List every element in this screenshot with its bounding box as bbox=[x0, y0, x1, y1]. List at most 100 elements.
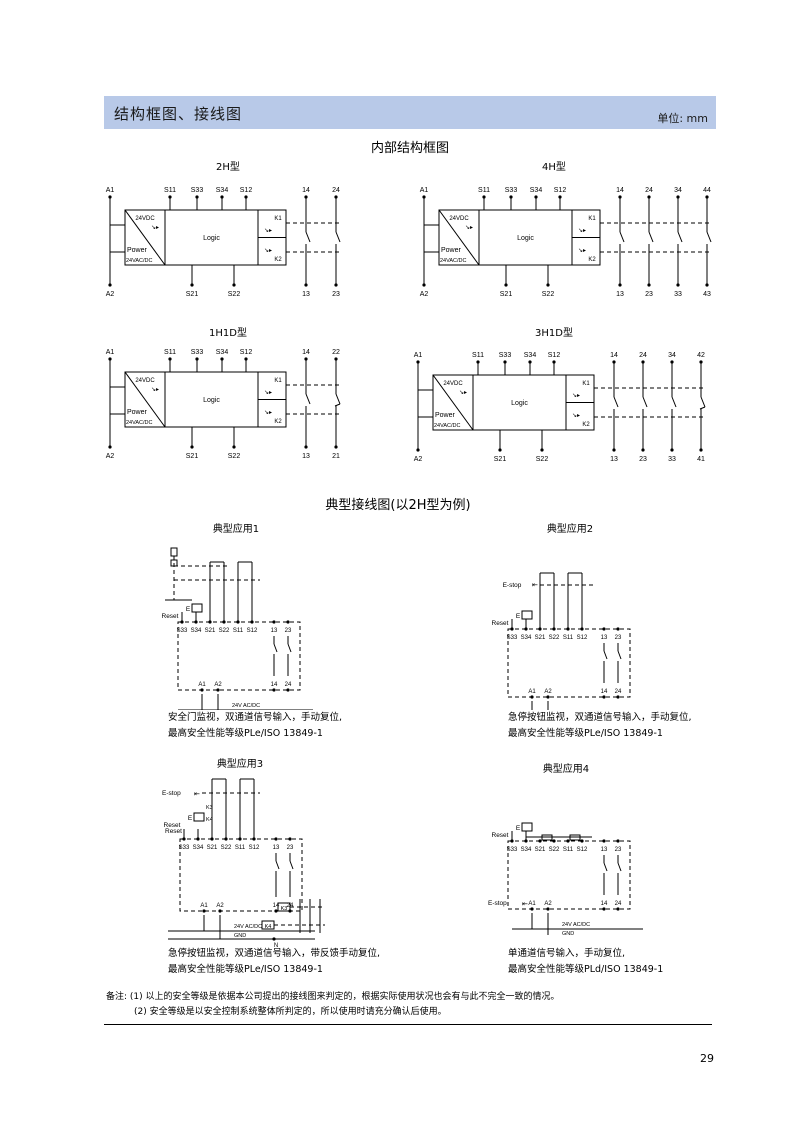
relay-module-outline bbox=[507, 628, 631, 698]
terminal-dot bbox=[334, 445, 338, 449]
k3-contact-label: K3 bbox=[206, 805, 213, 811]
relay-led-icon: ↘▸ bbox=[572, 413, 580, 419]
terminal-label: S11 bbox=[233, 628, 244, 634]
terminal-label-top: 24 bbox=[332, 187, 340, 194]
led-icon: ↘▸ bbox=[465, 225, 473, 231]
gnd-label: GND bbox=[234, 933, 246, 939]
logic-label: Logic bbox=[511, 400, 528, 407]
terminal-label: S22 bbox=[221, 845, 232, 851]
contact-blade bbox=[617, 650, 622, 660]
led-icon: ↘▸ bbox=[151, 387, 159, 393]
terminal-label: S33 bbox=[507, 847, 518, 853]
terminal-label: S21 bbox=[205, 628, 216, 634]
terminal-dot bbox=[552, 839, 556, 843]
supply-label: 24V AC/DC bbox=[232, 703, 260, 709]
notes: 备注: (1) 以上的安全等级是依据本公司提出的接线图来判定的，根据实际使用状况… bbox=[106, 990, 560, 1020]
terminal-label-top: 14 bbox=[616, 187, 624, 194]
power-24vdc-label: 24VDC bbox=[135, 378, 155, 384]
terminal-label: A2 bbox=[214, 682, 222, 688]
relay-led-icon: ↘▸ bbox=[264, 228, 272, 234]
relay-led-icon: ↘▸ bbox=[264, 410, 272, 416]
power-24vdc-label: 24VDC bbox=[449, 216, 469, 222]
terminal-label-top: S33 bbox=[499, 352, 512, 359]
terminal-label: A2 bbox=[544, 901, 552, 907]
terminal-label-top: 14 bbox=[302, 349, 310, 356]
terminal-dot bbox=[618, 283, 622, 287]
relay-k2-label: K2 bbox=[274, 257, 282, 263]
k3-label: K3 bbox=[281, 906, 288, 912]
supply-label: 24V AC/DC bbox=[234, 924, 262, 930]
unit-label: 单位: mm bbox=[657, 112, 708, 125]
terminal-label-top: S11 bbox=[164, 187, 176, 194]
terminal-label-top: A1 bbox=[414, 352, 423, 359]
terminal-label-top: S33 bbox=[191, 187, 204, 194]
terminal-label: S11 bbox=[563, 847, 574, 853]
contact-blade bbox=[700, 396, 706, 408]
terminal-label: 23 bbox=[287, 845, 294, 851]
terminal-label-bottom: S21 bbox=[494, 456, 507, 463]
terminal-label: S11 bbox=[235, 845, 246, 851]
terminal-dot bbox=[566, 839, 570, 843]
power-vac-label: 24VAC/DC bbox=[126, 258, 153, 264]
terminal-dot bbox=[304, 283, 308, 287]
app2-desc-line1: 急停按钮监视，双通道信号输入，手动复位, bbox=[508, 712, 692, 723]
terminal-label-bottom: S21 bbox=[186, 453, 199, 460]
terminal-label-top: 22 bbox=[332, 349, 340, 356]
terminal-label-bottom: S22 bbox=[542, 291, 555, 298]
power-24vdc-label: 24VDC bbox=[443, 381, 463, 387]
terminal-dot bbox=[304, 445, 308, 449]
terminal-label-bottom: 33 bbox=[668, 456, 676, 463]
contact-blade bbox=[289, 860, 294, 870]
block-diagram-1h1d: A1A224VDCPower24VAC/DC↘▸LogicK1K2↘▸↘▸S11… bbox=[106, 349, 341, 460]
contact-blade bbox=[613, 396, 619, 408]
contact-blade bbox=[677, 231, 683, 243]
app4-description: 单通道信号输入，手动复位, 最高安全性能等级PLd/ISO 13849-1 bbox=[508, 946, 663, 978]
contact-blade bbox=[617, 862, 622, 872]
app1-title: 典型应用1 bbox=[212, 524, 260, 535]
terminal-dot bbox=[274, 909, 278, 913]
terminal-label: A1 bbox=[200, 903, 208, 909]
terminal-label-bottom: 13 bbox=[302, 453, 310, 460]
diagram-label-1h1d: 1H1D型 bbox=[209, 328, 247, 339]
neutral-label: N bbox=[274, 943, 278, 949]
power-diagonal bbox=[124, 371, 166, 428]
terminal-label-top: 34 bbox=[668, 352, 676, 359]
terminal-label: A1 bbox=[528, 689, 536, 695]
contact-blade bbox=[335, 231, 341, 243]
notes-prefix: 备注: bbox=[106, 992, 128, 1002]
terminal-label-bottom: S21 bbox=[186, 291, 199, 298]
contact-blade bbox=[671, 396, 677, 408]
terminal-dot bbox=[546, 695, 550, 699]
power-label: Power bbox=[127, 247, 148, 254]
terminal-dot bbox=[200, 688, 204, 692]
terminal-label: 13 bbox=[601, 847, 608, 853]
logic-label: Logic bbox=[203, 397, 220, 404]
terminal-dot bbox=[612, 448, 616, 452]
app2-desc-line2: 最高安全性能等级PLe/ISO 13849-1 bbox=[508, 728, 663, 739]
terminal-label-top: 14 bbox=[610, 352, 618, 359]
nc-contact-stop bbox=[699, 406, 706, 410]
estop-button-icon: ⇤ bbox=[194, 791, 200, 798]
k4-label: K4 bbox=[265, 924, 272, 930]
reset-label: Reset bbox=[162, 613, 179, 620]
diagram-label-4h: 4H型 bbox=[542, 162, 566, 173]
led-icon: ↘▸ bbox=[459, 390, 467, 396]
terminal-label: A1 bbox=[198, 682, 206, 688]
terminal-dot bbox=[647, 283, 651, 287]
terminal-dot bbox=[699, 448, 703, 452]
k4-contact-label: K4 bbox=[206, 817, 213, 823]
page-number: 29 bbox=[700, 1052, 714, 1065]
terminal-label-top: S12 bbox=[554, 187, 567, 194]
terminal-label-bottom: S22 bbox=[536, 456, 549, 463]
relay-k1-label: K1 bbox=[582, 381, 590, 387]
terminal-dot bbox=[602, 695, 606, 699]
terminal-label-bottom: 23 bbox=[639, 456, 647, 463]
logic-label: Logic bbox=[203, 235, 220, 242]
gnd-label: GND bbox=[562, 931, 574, 935]
terminal-label: S33 bbox=[177, 628, 188, 634]
terminal-dot bbox=[216, 688, 220, 692]
terminal-label: S34 bbox=[193, 845, 204, 851]
estop-label: E-stop bbox=[162, 790, 181, 797]
app1-description: 安全门监视，双通道信号输入，手动复位, 最高安全性能等级PLe/ISO 1384… bbox=[168, 710, 342, 742]
